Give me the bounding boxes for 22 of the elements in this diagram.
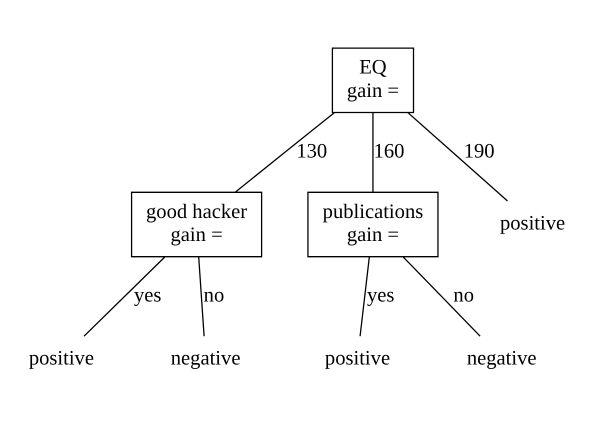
- connector: [408, 112, 508, 202]
- edge-label: yes: [366, 284, 394, 306]
- connector: [198, 256, 205, 336]
- edge-label: no: [204, 284, 224, 306]
- edge-label: 130: [296, 140, 328, 162]
- edge-label: 190: [464, 140, 495, 162]
- edge-label: yes: [134, 284, 162, 306]
- connector: [402, 256, 481, 337]
- node-text: positive: [28, 348, 94, 370]
- edge-label: 160: [374, 140, 404, 162]
- node-text: negative: [466, 348, 537, 370]
- connector: [359, 256, 370, 336]
- connector: [234, 112, 335, 193]
- node-text: positive: [324, 348, 390, 370]
- node-box: EQ gain =: [332, 48, 414, 114]
- edge-label: no: [453, 284, 474, 306]
- node-box: good hacker gain =: [130, 192, 262, 258]
- connector: [84, 256, 166, 337]
- node-text: positive: [500, 212, 566, 234]
- connector: [372, 112, 374, 192]
- node-box: publications gain =: [307, 192, 439, 258]
- node-text: negative: [170, 348, 240, 370]
